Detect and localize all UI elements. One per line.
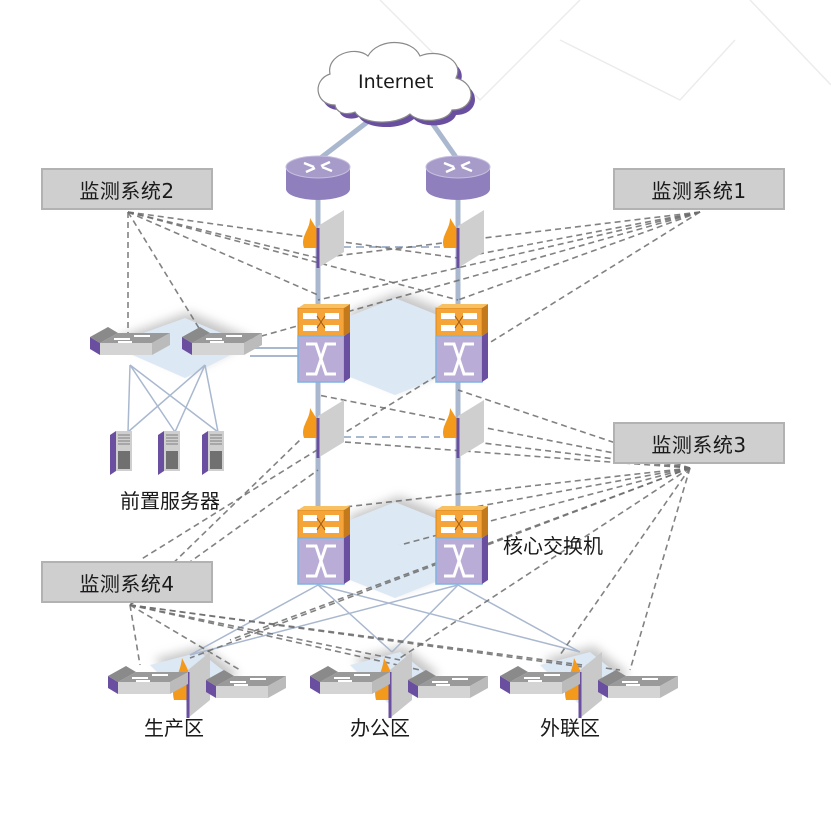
monitor-2-link — [127, 211, 206, 339]
firewall-upper-left — [303, 210, 344, 268]
monitor-4-link — [129, 604, 241, 671]
link-cloud-router-left — [316, 118, 372, 162]
switch-arrows-icon — [444, 544, 474, 578]
monitor-3-link — [189, 467, 691, 659]
switch-arrows-icon — [524, 674, 560, 682]
monitor-3-link — [457, 467, 691, 511]
monitor-4-link — [129, 604, 401, 661]
flame-icon — [443, 408, 461, 438]
link-core-zone — [317, 584, 393, 653]
link-switch-server — [127, 364, 131, 433]
link-switch-server — [127, 364, 206, 433]
core-hub-area — [345, 496, 449, 598]
flame-icon — [303, 408, 321, 438]
background-decoration — [379, 0, 831, 102]
monitor-2-link — [127, 211, 319, 296]
zone-label-production: 生产区 — [144, 716, 204, 740]
core-switch-left — [297, 506, 350, 585]
link-core-zone — [189, 584, 459, 656]
switch-arrows-icon — [432, 678, 468, 686]
core-switch-label: 核心交换机 — [503, 534, 603, 558]
monitor-2-link — [127, 211, 459, 301]
monitor-3-link — [629, 467, 691, 671]
switch-arrows-icon — [230, 678, 266, 686]
access-switch-left — [310, 666, 390, 694]
switch-arrows-icon — [444, 342, 474, 376]
switch-arrows-icon — [334, 674, 370, 682]
firewall-lower-left — [303, 400, 344, 458]
internet-label: Internet — [358, 71, 434, 93]
link-core-zone — [189, 584, 319, 656]
link-switch-server — [129, 364, 176, 433]
link-core-zone — [457, 584, 581, 653]
front-server-2 — [158, 431, 180, 475]
monitor-1-link — [317, 211, 701, 301]
link-switch-server — [174, 364, 206, 433]
access-switch-left — [108, 666, 188, 694]
monitor-4-link — [129, 604, 141, 666]
access-switch-left — [500, 666, 580, 694]
switch-arrows-icon — [114, 335, 150, 343]
monitor-3-link — [317, 467, 691, 511]
distribution-switch-left — [297, 304, 350, 383]
switch-arrows-icon — [306, 342, 336, 376]
monitor-system-2[interactable]: 监测系统2 — [41, 168, 213, 210]
firewall-wall-icon — [318, 210, 344, 268]
front-server-3 — [202, 431, 224, 475]
distribution-switch-right — [435, 304, 488, 383]
zone-label-external: 外联区 — [540, 716, 600, 740]
firewall-wall-icon — [188, 652, 210, 718]
core-switch-right — [435, 506, 488, 585]
flame-icon — [303, 218, 321, 248]
firewall-wall-icon — [580, 652, 602, 718]
access-switch-right — [206, 670, 286, 698]
access-switch-right — [598, 670, 678, 698]
front-server-label: 前置服务器 — [120, 489, 220, 513]
monitor-1-link — [457, 211, 701, 259]
switch-arrows-icon — [622, 678, 658, 686]
firewall-wall-icon — [318, 400, 344, 458]
firewall-wall-icon — [390, 652, 412, 718]
router-left — [285, 155, 351, 200]
firewall-wall-icon — [458, 210, 484, 268]
flame-icon — [443, 218, 461, 248]
monitor-2-link — [127, 211, 459, 259]
monitor-system-3[interactable]: 监测系统3 — [613, 422, 785, 464]
monitor-4-link — [129, 469, 319, 606]
monitor-1-link — [229, 211, 701, 346]
front-server-1 — [110, 431, 132, 475]
router-right — [425, 155, 491, 200]
monitor-3-link — [399, 467, 691, 659]
firewall-wall-icon — [458, 400, 484, 458]
switch-arrows-icon — [132, 674, 168, 682]
firewall-upper-right — [443, 210, 484, 268]
router-arrows-icon — [443, 160, 473, 174]
switch-arrows-icon — [206, 335, 242, 343]
monitor-3-link — [559, 467, 691, 656]
zone-label-office: 办公区 — [350, 716, 410, 740]
cloud-icon — [317, 42, 475, 128]
monitor-system-1[interactable]: 监测系统1 — [613, 168, 785, 210]
firewall-lower-right — [443, 400, 484, 458]
server-access-switch-right — [182, 327, 262, 355]
router-arrows-icon — [303, 160, 333, 174]
link-core-zone — [317, 584, 581, 653]
access-switch-right — [408, 670, 488, 698]
link-switch-server — [129, 364, 219, 433]
monitor-1-link — [457, 211, 701, 301]
monitor-3-link — [457, 439, 691, 469]
link-cloud-router-right — [427, 118, 461, 162]
monitor-system-4[interactable]: 监测系统4 — [41, 561, 213, 603]
monitor-1-link — [317, 211, 701, 259]
switch-arrows-icon — [306, 544, 336, 578]
server-access-switch-left — [90, 327, 170, 355]
monitor-4-link — [129, 604, 621, 671]
monitor-4-link — [129, 604, 591, 669]
link-switch-server — [204, 364, 219, 433]
distribution-hub-area — [345, 292, 449, 395]
